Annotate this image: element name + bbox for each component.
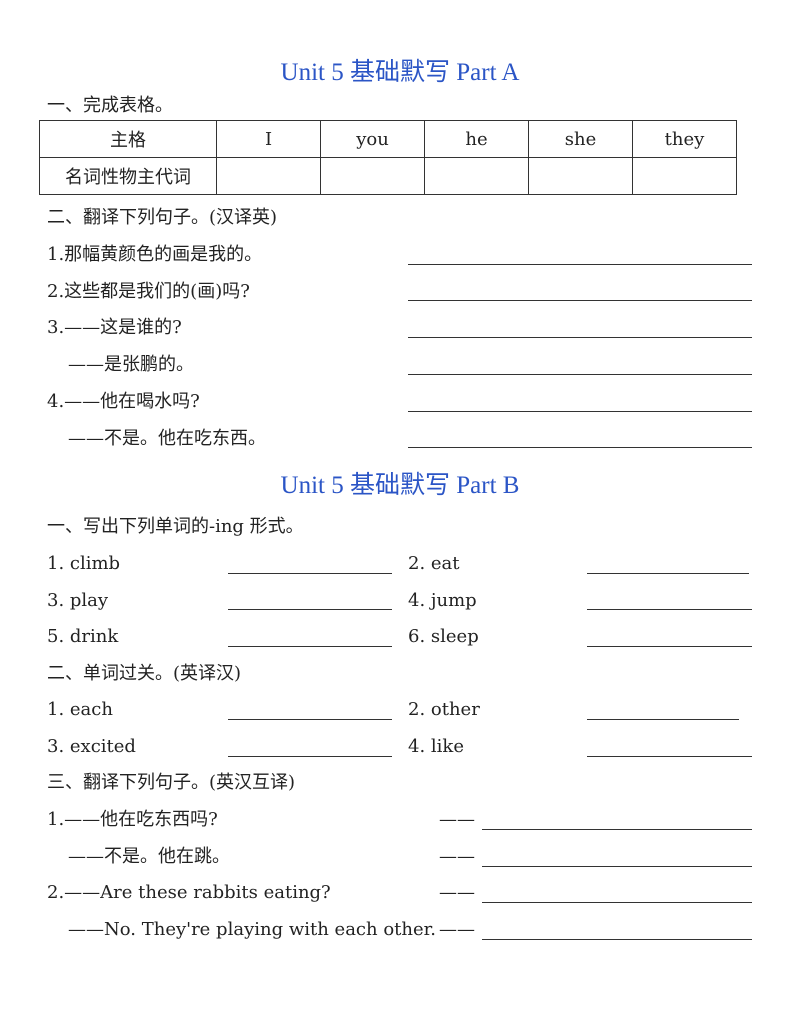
sentence-item: ——不是。他在吃东西。 <box>68 428 266 449</box>
answer-line[interactable] <box>482 829 752 830</box>
part-b-section3-heading: 三、翻译下列句子。(英汉互译) <box>47 772 296 793</box>
sentence-item: 3.——这是谁的? <box>47 317 182 338</box>
table-cell: he <box>424 120 529 158</box>
table-cell: you <box>320 120 425 158</box>
part-a-section2-heading: 二、翻译下列句子。(汉译英) <box>47 207 278 228</box>
answer-cell[interactable] <box>320 157 425 195</box>
answer-line[interactable] <box>228 719 392 720</box>
answer-line[interactable] <box>408 337 752 338</box>
answer-cell[interactable] <box>528 157 633 195</box>
word-item: 6. sleep <box>408 626 479 647</box>
sentence-item: ——是张鹏的。 <box>68 354 194 375</box>
answer-cell[interactable] <box>424 157 529 195</box>
sentence-item: 4.——他在喝水吗? <box>47 391 200 412</box>
answer-prefix: —— <box>439 919 475 940</box>
word-item: 4. like <box>408 736 464 757</box>
answer-line[interactable] <box>587 573 749 574</box>
table-cell-header: 名词性物主代词 <box>39 157 217 195</box>
answer-prefix: —— <box>439 882 475 903</box>
table-cell: she <box>528 120 633 158</box>
answer-line[interactable] <box>408 447 752 448</box>
table-row: 名词性物主代词 <box>39 157 737 195</box>
answer-line[interactable] <box>408 374 752 375</box>
sentence-item: ——No. They're playing with each other. <box>68 919 436 940</box>
answer-prefix: —— <box>439 809 475 830</box>
answer-line[interactable] <box>408 300 752 301</box>
part-b-title: Unit 5 基础默写 Part B <box>280 472 520 499</box>
answer-line[interactable] <box>587 719 739 720</box>
table-row: 主格 I you he she they <box>39 120 737 158</box>
sentence-item: 1.——他在吃东西吗? <box>47 809 218 830</box>
answer-cell[interactable] <box>632 157 737 195</box>
answer-line[interactable] <box>228 646 392 647</box>
word-item: 1. each <box>47 699 113 720</box>
answer-line[interactable] <box>587 646 752 647</box>
answer-line[interactable] <box>228 609 392 610</box>
word-item: 5. drink <box>47 626 119 647</box>
answer-line[interactable] <box>587 756 752 757</box>
sentence-item: ——不是。他在跳。 <box>68 846 230 867</box>
word-item: 2. other <box>408 699 480 720</box>
part-a-section1-heading: 一、完成表格。 <box>47 95 173 116</box>
word-item: 2. eat <box>408 553 460 574</box>
table-cell: I <box>216 120 321 158</box>
answer-line[interactable] <box>408 411 752 412</box>
answer-line[interactable] <box>482 902 752 903</box>
word-item: 3. excited <box>47 736 136 757</box>
answer-line[interactable] <box>228 756 392 757</box>
part-a-title: Unit 5 基础默写 Part A <box>280 59 520 86</box>
word-item: 4. jump <box>408 590 477 611</box>
answer-line[interactable] <box>482 866 752 867</box>
answer-line[interactable] <box>587 609 752 610</box>
table-cell: they <box>632 120 737 158</box>
sentence-item: 2.——Are these rabbits eating? <box>47 882 331 903</box>
word-item: 3. play <box>47 590 109 611</box>
answer-prefix: —— <box>439 846 475 867</box>
part-b-section2-heading: 二、单词过关。(英译汉) <box>47 663 242 684</box>
sentence-item: 1.那幅黄颜色的画是我的。 <box>47 244 263 265</box>
answer-line[interactable] <box>408 264 752 265</box>
answer-line[interactable] <box>482 939 752 940</box>
sentence-item: 2.这些都是我们的(画)吗? <box>47 281 250 302</box>
pronoun-table: 主格 I you he she they 名词性物主代词 <box>39 120 737 195</box>
table-cell-header: 主格 <box>39 120 217 158</box>
word-item: 1. climb <box>47 553 121 574</box>
part-b-section1-heading: 一、写出下列单词的-ing 形式。 <box>47 516 304 537</box>
answer-cell[interactable] <box>216 157 321 195</box>
answer-line[interactable] <box>228 573 392 574</box>
